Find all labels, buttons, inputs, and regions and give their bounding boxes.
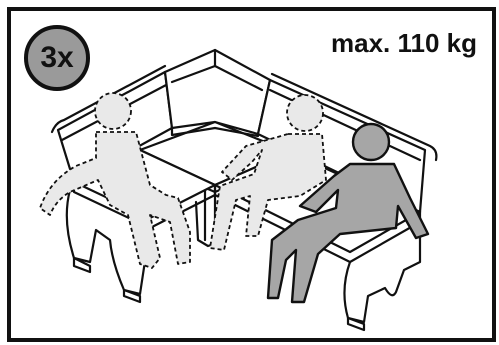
weight-limit-label: max. 110 kg	[331, 28, 477, 59]
multiplier-badge: 3x	[24, 25, 90, 91]
corner-bench-back	[165, 50, 270, 134]
